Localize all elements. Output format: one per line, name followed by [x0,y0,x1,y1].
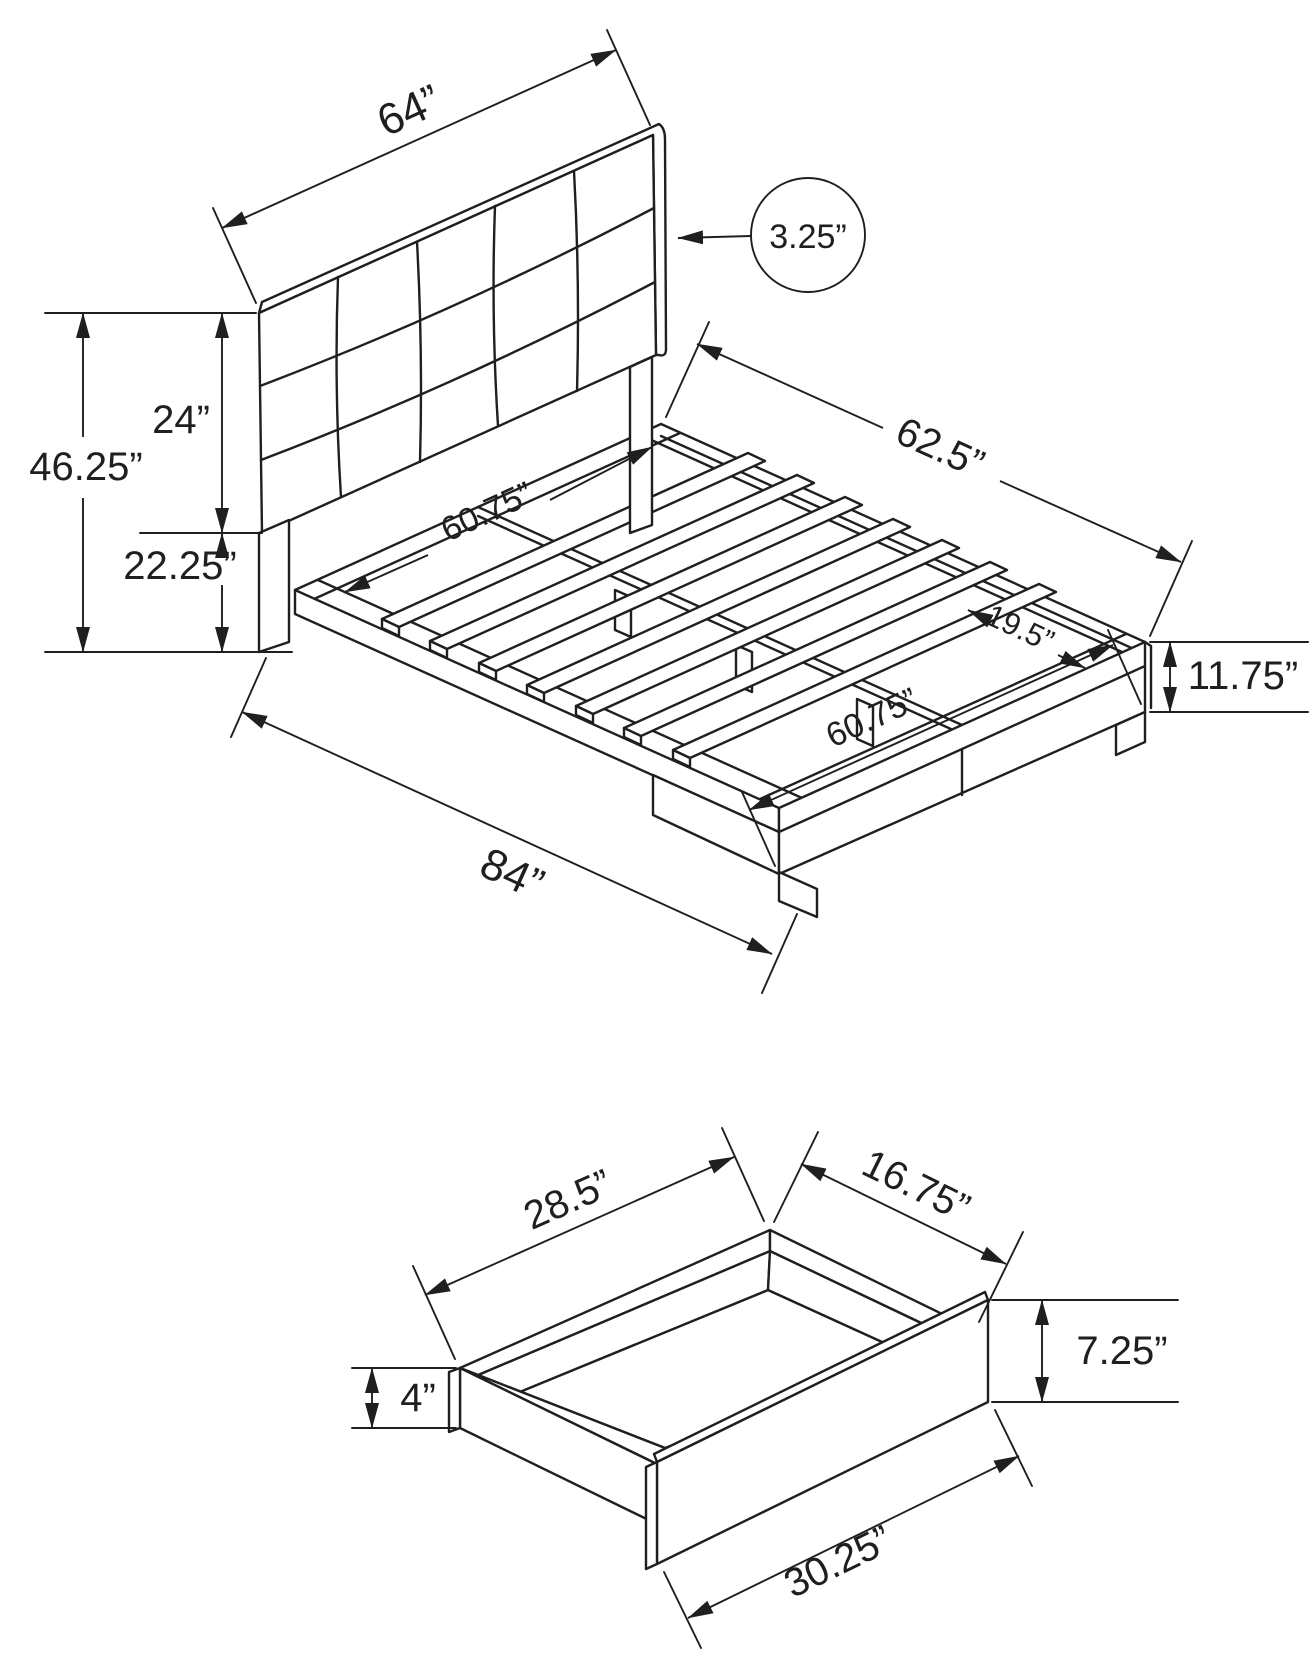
dim-front-height: 7.25” [991,1299,1179,1403]
drawer-side-wall-edge [447,1366,462,1434]
tuft-columns [335,169,580,499]
headboard-thickness-label: 3.25” [769,218,847,256]
tuft-rows [258,206,657,462]
bed-dimensions: 64” 3.25” 46.25” 24” 22.25” [29,29,1309,994]
bed-foot-near [777,870,819,919]
dim-vertical-stack: 46.25” 24” 22.25” [29,312,293,653]
drawer-front-panel-edge [644,1460,659,1571]
bed-diagram: 64” 3.25” 46.25” 24” 22.25” [29,29,1309,994]
frame-height-label: 22.25” [123,544,236,588]
headboard-panel [257,133,658,535]
headboard [257,122,668,535]
dim-side-height: 4” [351,1367,457,1429]
callout-circle [750,177,866,293]
drawer-side-height-label: 4” [400,1376,436,1420]
corner-edge [1143,640,1153,710]
dim-headboard-thickness: 3.25” [677,177,866,293]
drawer-box [447,1228,990,1571]
platform-height-label: 11.75” [1188,654,1298,698]
headboard-leg-left [257,518,291,654]
slat-length-label: 60.75” [435,475,538,550]
bed-frame [293,422,1153,919]
rail-length-label: 62.5” [889,409,990,487]
overall-height-label: 46.25” [29,445,142,489]
headboard-height-label: 24” [152,398,210,442]
near-rail-face [293,588,781,834]
drawer-inner-width-label: 16.75” [855,1141,976,1230]
drawer-front-width-label: 30.25” [777,1517,898,1606]
bed-foot-far [1114,710,1147,757]
overall-length-label: 84” [473,839,551,910]
drawer-inner-length-label: 28.5” [517,1161,618,1238]
dim-platform-height: 11.75” [1149,641,1309,713]
headboard-leg-right [628,355,654,535]
drawer-diagram: 28.5” 16.75” 4” 7.25” 30.25” [351,1127,1179,1649]
headboard-width-label: 64” [370,75,448,146]
drawer-front-height-label: 7.25” [1076,1329,1167,1373]
